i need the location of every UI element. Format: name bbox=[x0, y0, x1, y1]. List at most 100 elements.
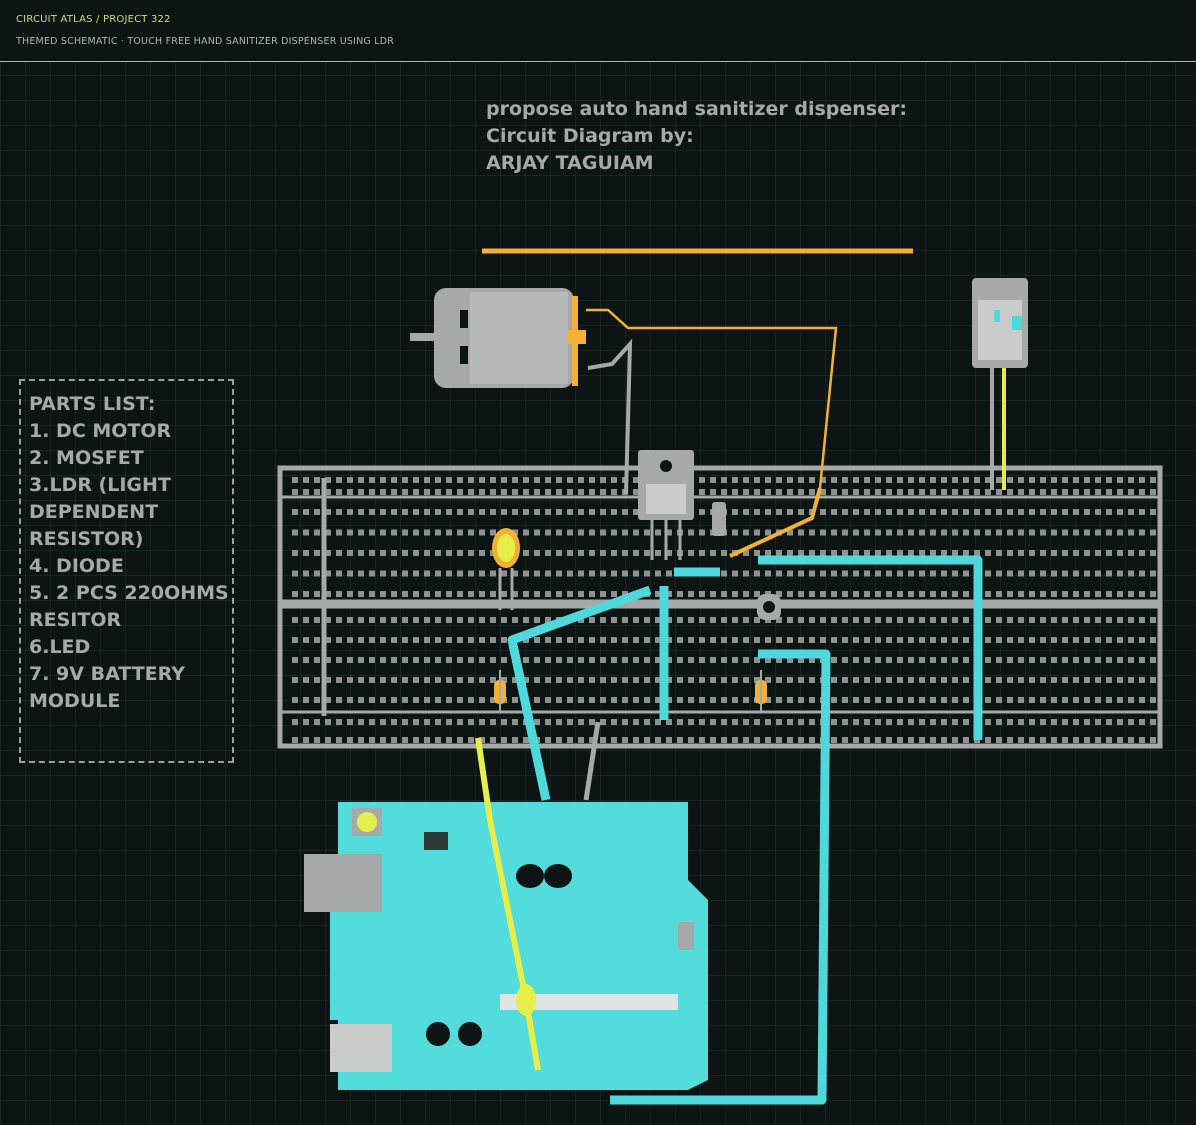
breadboard-hole bbox=[820, 637, 826, 643]
breadboard-hole bbox=[391, 737, 397, 743]
dc-motor[interactable] bbox=[410, 288, 586, 388]
breadboard-hole bbox=[1139, 570, 1145, 577]
breadboard-hole bbox=[556, 529, 562, 536]
breadboard-hole bbox=[765, 697, 771, 703]
breadboard-hole bbox=[897, 677, 903, 683]
breadboard-hole bbox=[666, 737, 672, 743]
mosfet[interactable] bbox=[638, 450, 694, 560]
breadboard-hole bbox=[1150, 477, 1156, 483]
breadboard-hole bbox=[1073, 550, 1079, 556]
breadboard-hole bbox=[1150, 509, 1156, 515]
resistor-2[interactable] bbox=[755, 670, 767, 712]
breadboard-hole bbox=[446, 719, 452, 725]
breadboard-hole bbox=[325, 637, 331, 643]
breadboard-hole bbox=[677, 617, 683, 623]
breadboard-hole bbox=[622, 637, 628, 643]
breadboard-hole bbox=[501, 637, 507, 643]
breadboard-hole bbox=[1128, 477, 1134, 483]
breadboard-hole bbox=[424, 529, 430, 536]
breadboard-hole bbox=[688, 617, 694, 623]
parts-list-item: 4. DIODE bbox=[29, 555, 124, 577]
breadboard-hole bbox=[1018, 657, 1024, 663]
breadboard-hole bbox=[292, 697, 298, 703]
breadboard-hole bbox=[479, 509, 485, 515]
breadboard-hole bbox=[402, 737, 408, 743]
breadboard-hole bbox=[776, 617, 782, 623]
breadboard-hole bbox=[358, 677, 364, 683]
breadboard-hole bbox=[325, 529, 331, 536]
breadboard-hole bbox=[809, 719, 815, 725]
breadboard-hole bbox=[677, 737, 683, 743]
ldr-module[interactable] bbox=[972, 278, 1028, 490]
breadboard-hole bbox=[380, 697, 386, 703]
breadboard-hole bbox=[985, 550, 991, 556]
breadboard-hole bbox=[435, 677, 441, 683]
parts-list-item: 5. 2 PCS 220OHMS bbox=[29, 582, 229, 604]
breadboard-hole bbox=[479, 489, 485, 495]
breadboard-hole bbox=[501, 591, 507, 597]
breadboard-hole bbox=[666, 657, 672, 663]
parts-list-item: MODULE bbox=[29, 690, 121, 712]
breadboard-hole bbox=[743, 617, 749, 623]
breadboard-hole bbox=[358, 617, 364, 623]
breadboard-hole bbox=[996, 617, 1002, 623]
ldr-sensor[interactable] bbox=[757, 594, 781, 620]
breadboard-hole bbox=[985, 570, 991, 577]
breadboard-hole bbox=[468, 570, 474, 577]
breadboard-hole bbox=[644, 570, 650, 577]
breadboard-hole bbox=[754, 529, 760, 536]
breadboard-hole bbox=[1073, 737, 1079, 743]
breadboard-hole bbox=[743, 637, 749, 643]
breadboard-hole bbox=[1007, 489, 1013, 495]
breadboard-hole bbox=[501, 677, 507, 683]
breadboard-hole bbox=[402, 489, 408, 495]
breadboard-hole bbox=[952, 570, 958, 577]
breadboard-hole bbox=[644, 657, 650, 663]
breadboard-hole bbox=[787, 570, 793, 577]
parts-list-item: 1. DC MOTOR bbox=[29, 420, 172, 442]
breadboard-hole bbox=[611, 550, 617, 556]
breadboard-hole bbox=[303, 657, 309, 663]
breadcrumb[interactable]: CIRCUIT ATLAS / PROJECT 322 bbox=[16, 14, 171, 25]
breadboard-hole bbox=[798, 509, 804, 515]
breadboard-hole bbox=[963, 677, 969, 683]
resistor-1[interactable] bbox=[494, 670, 506, 712]
breadboard-hole bbox=[578, 509, 584, 515]
breadboard-hole bbox=[1029, 697, 1035, 703]
breadboard-hole bbox=[369, 637, 375, 643]
breadboard-hole bbox=[952, 550, 958, 556]
breadboard-hole bbox=[556, 570, 562, 577]
breadboard-hole bbox=[809, 677, 815, 683]
breadboard-hole bbox=[1040, 489, 1046, 495]
breadboard-hole bbox=[446, 737, 452, 743]
breadboard-hole bbox=[292, 657, 298, 663]
led[interactable] bbox=[492, 528, 520, 610]
breadboard-hole bbox=[358, 477, 364, 483]
breadboard-hole bbox=[1095, 719, 1101, 725]
breadboard-hole bbox=[743, 550, 749, 556]
breadboard-hole bbox=[864, 550, 870, 556]
breadboard-hole bbox=[490, 591, 496, 597]
breadboard-hole bbox=[457, 737, 463, 743]
breadboard-hole bbox=[325, 737, 331, 743]
breadboard-hole bbox=[688, 677, 694, 683]
breadboard-hole bbox=[1139, 591, 1145, 597]
breadboard-hole bbox=[787, 529, 793, 536]
breadboard-hole bbox=[864, 677, 870, 683]
breadboard-hole bbox=[1073, 719, 1079, 725]
breadboard-hole bbox=[941, 657, 947, 663]
breadboard-hole bbox=[930, 697, 936, 703]
breadboard-hole bbox=[1150, 529, 1156, 536]
diode[interactable] bbox=[712, 502, 726, 536]
breadboard-hole bbox=[578, 637, 584, 643]
breadboard-hole bbox=[1018, 719, 1024, 725]
breadboard-hole bbox=[1073, 591, 1079, 597]
breadboard-hole bbox=[655, 697, 661, 703]
breadboard-hole bbox=[930, 657, 936, 663]
parts-list-item: RESITOR bbox=[29, 609, 122, 631]
breadboard-hole bbox=[699, 550, 705, 556]
arduino-board[interactable] bbox=[304, 802, 708, 1090]
breadboard-hole bbox=[578, 677, 584, 683]
breadboard-hole bbox=[677, 677, 683, 683]
breadboard-hole bbox=[1007, 677, 1013, 683]
